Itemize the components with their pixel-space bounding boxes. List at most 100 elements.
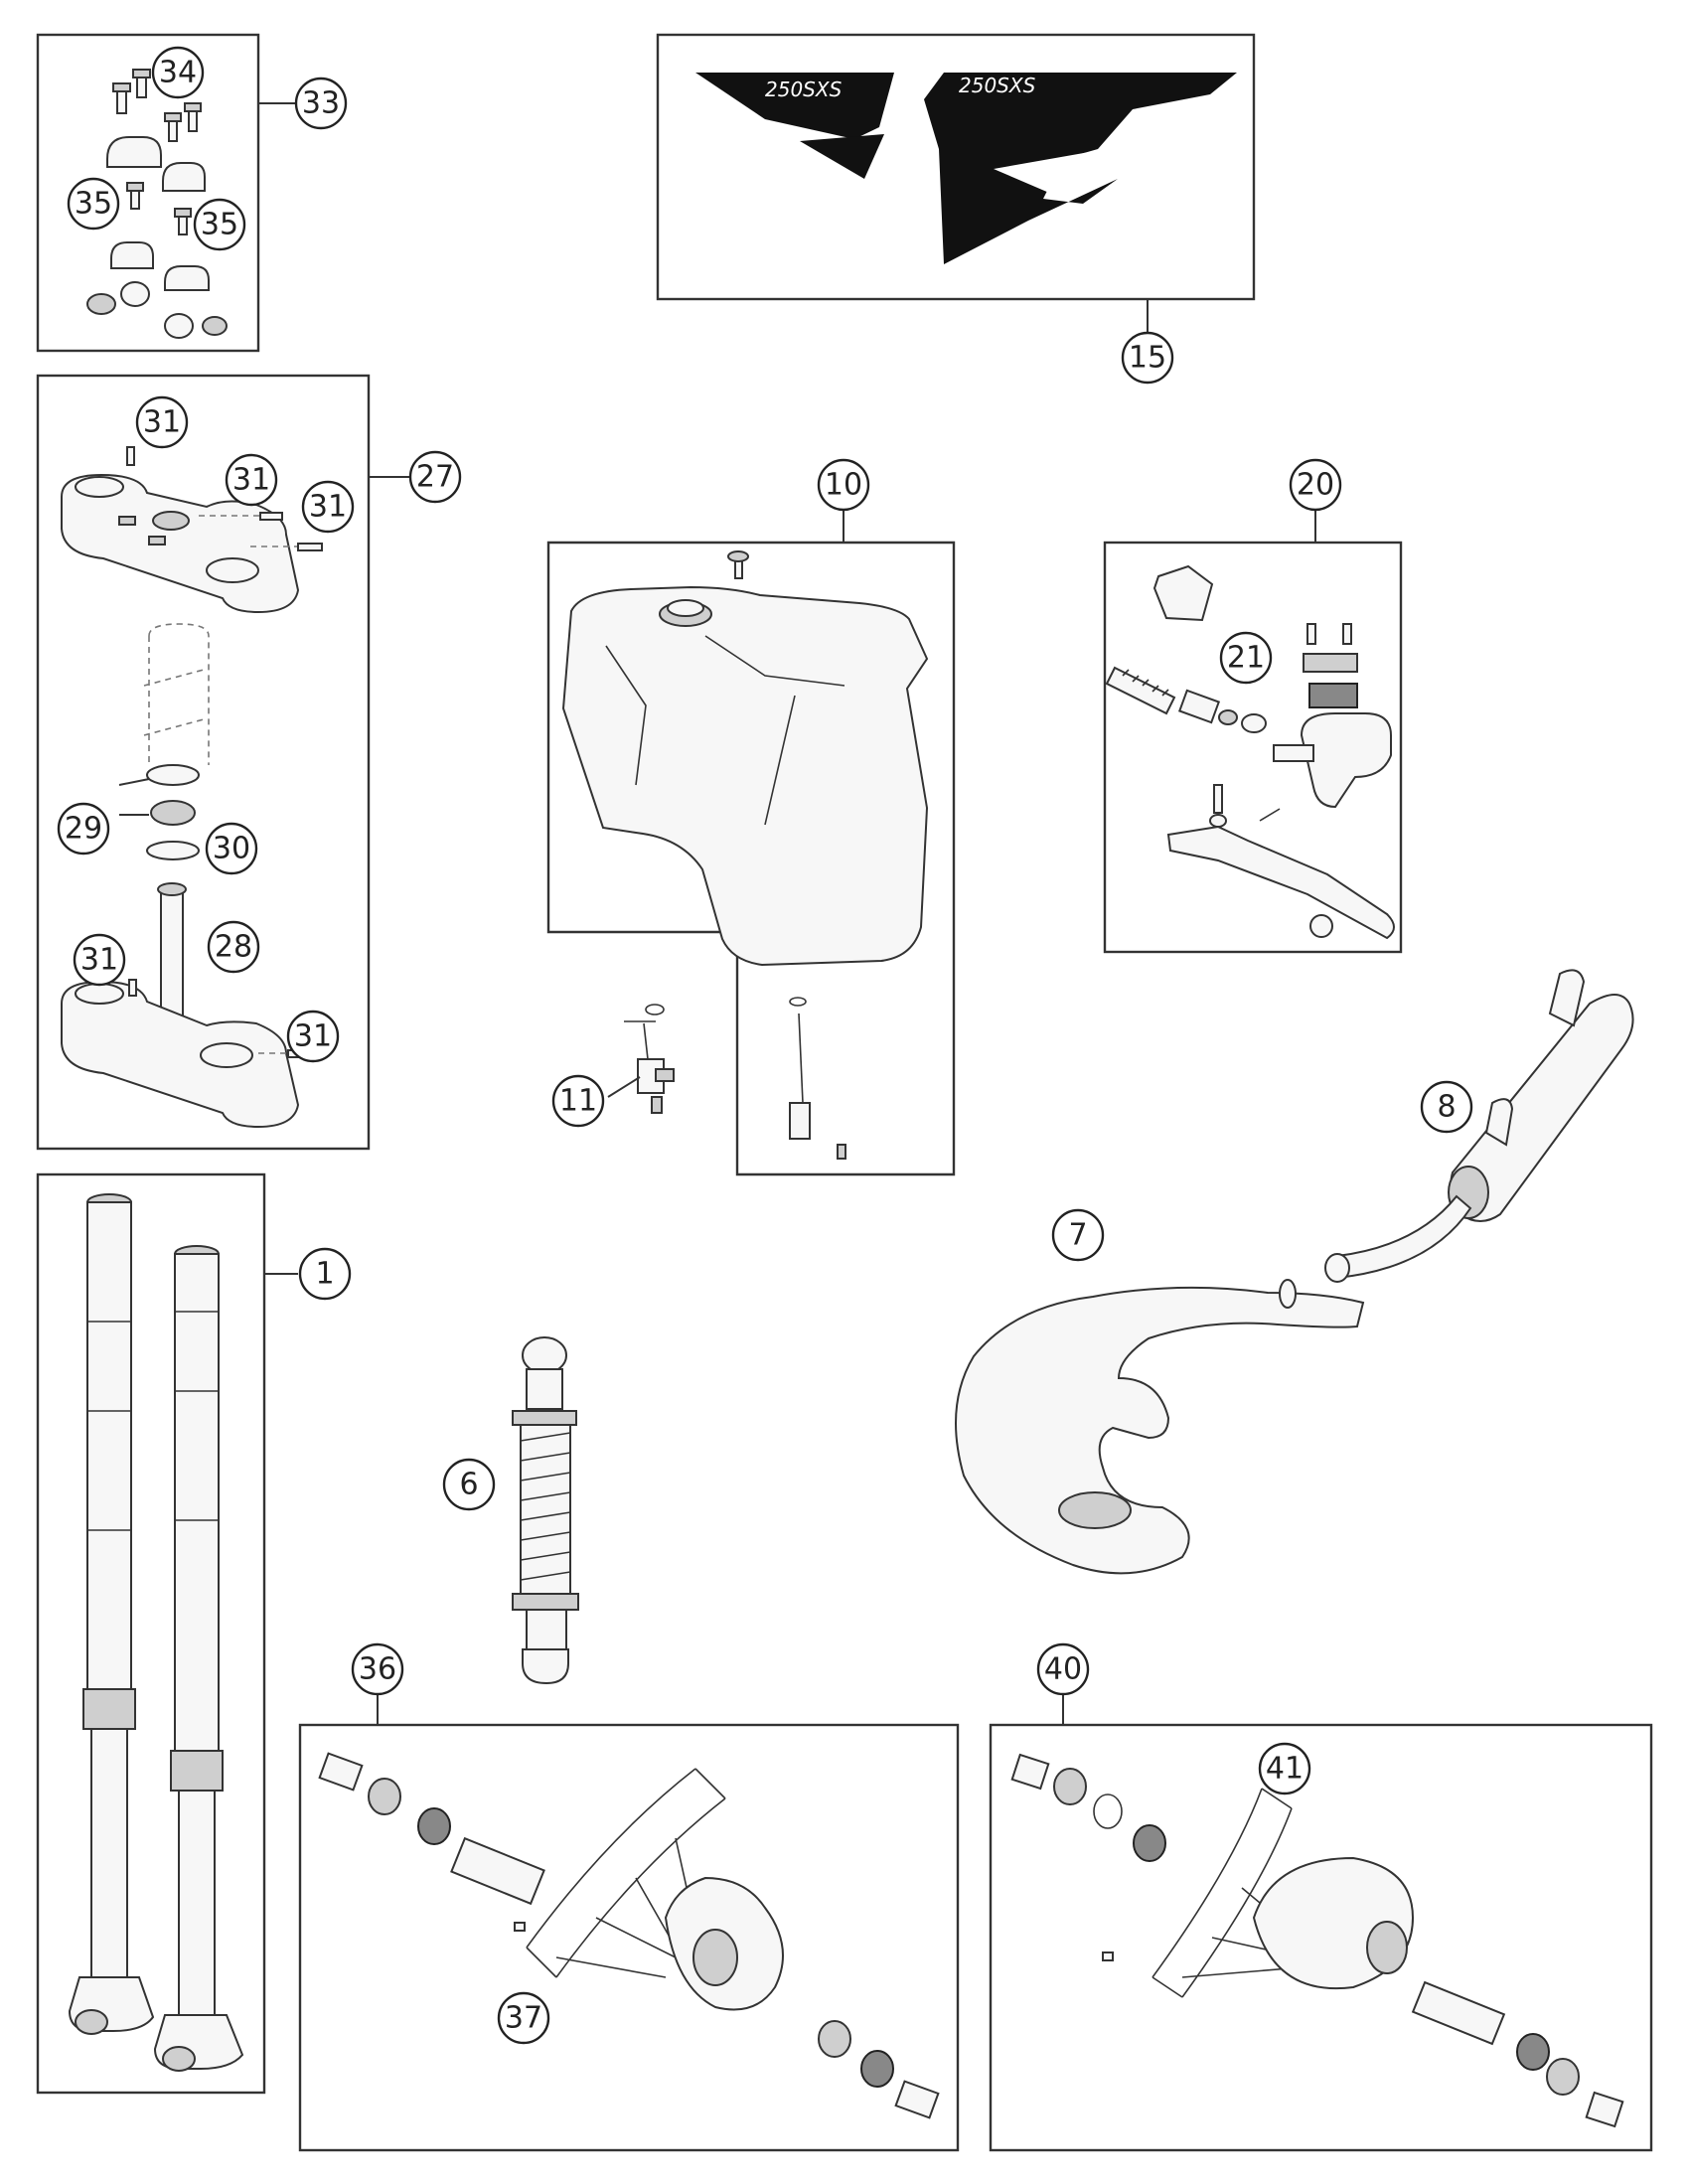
callout-15: 15 xyxy=(1121,331,1174,385)
frame-27 xyxy=(36,374,371,1151)
hand-lever xyxy=(1166,825,1395,940)
svg-text:37: 37 xyxy=(505,2001,542,2036)
svg-text:8: 8 xyxy=(1437,1090,1456,1125)
lower-triple-clamp xyxy=(61,980,300,1129)
svg-text:1: 1 xyxy=(315,1257,334,1292)
callout-33: 33 xyxy=(294,77,348,130)
group-15-decals: 250SXS 250SXS xyxy=(656,33,1256,338)
callout-8: 8 xyxy=(1420,1080,1473,1134)
svg-text:29: 29 xyxy=(65,812,102,847)
fork-leg-left xyxy=(68,1193,155,2035)
group-1-front-forks xyxy=(36,1172,298,2095)
decal-left-lower xyxy=(800,134,884,179)
callout-1: 1 xyxy=(298,1247,352,1301)
bolt-icons xyxy=(112,69,202,235)
group-7-exhaust-pipe xyxy=(955,1279,1365,1575)
svg-text:36: 36 xyxy=(359,1652,396,1687)
svg-text:7: 7 xyxy=(1068,1218,1087,1253)
callout-31-c: 31 xyxy=(301,480,355,534)
svg-text:31: 31 xyxy=(143,405,181,440)
svg-text:11: 11 xyxy=(559,1084,597,1119)
svg-text:28: 28 xyxy=(215,930,252,965)
bearing-race xyxy=(150,800,196,826)
nut-icons xyxy=(86,281,228,339)
callout-36: 36 xyxy=(351,1642,404,1696)
svg-text:31: 31 xyxy=(80,943,118,978)
fuel-tap-inside xyxy=(789,1102,811,1140)
callout-40: 40 xyxy=(1036,1642,1090,1696)
group-10-fuel-tank xyxy=(546,507,956,1176)
callout-37: 37 xyxy=(497,1991,550,2045)
callout-34: 34 xyxy=(151,46,205,99)
svg-text:35: 35 xyxy=(75,187,112,222)
rear-spacer xyxy=(1010,1753,1050,1791)
decal-right-slash xyxy=(994,147,1118,199)
svg-text:15: 15 xyxy=(1129,341,1166,376)
svg-text:41: 41 xyxy=(1266,1752,1304,1787)
svg-text:31: 31 xyxy=(309,490,347,525)
svg-text:35: 35 xyxy=(201,208,238,242)
group-36-front-wheel xyxy=(298,1691,960,2152)
decal-text-left: 250SXS xyxy=(765,78,843,101)
group-20-hand-lever xyxy=(1103,507,1403,954)
callout-20: 20 xyxy=(1289,458,1342,512)
callout-31-d: 31 xyxy=(73,933,126,987)
svg-text:20: 20 xyxy=(1297,468,1334,503)
lever-clamp xyxy=(1152,564,1214,622)
callout-21: 21 xyxy=(1219,631,1273,685)
frame-36 xyxy=(298,1723,960,2152)
callout-35-b: 35 xyxy=(193,198,246,251)
callout-30: 30 xyxy=(205,822,258,875)
callout-31-e: 31 xyxy=(286,1010,340,1063)
callout-27: 27 xyxy=(408,450,462,504)
decal-text-right: 250SXS xyxy=(959,74,1036,97)
shock-clevis xyxy=(522,1648,569,1685)
master-cylinder xyxy=(1300,712,1392,809)
fuel-tank-body xyxy=(561,585,929,967)
svg-text:33: 33 xyxy=(302,86,340,121)
svg-text:30: 30 xyxy=(213,832,250,866)
frame-15 xyxy=(656,33,1256,301)
callout-11: 11 xyxy=(551,1074,605,1128)
silencer-pipe xyxy=(1336,1194,1472,1280)
shock-top-eye xyxy=(522,1336,567,1374)
rear-rim xyxy=(1152,1788,1293,1998)
svg-text:6: 6 xyxy=(459,1468,478,1502)
callout-28: 28 xyxy=(207,920,260,974)
frame-33 xyxy=(36,33,260,353)
group-40-rear-wheel xyxy=(989,1691,1653,2152)
frame-40 xyxy=(989,1723,1653,2152)
piston-spring xyxy=(1105,666,1176,715)
svg-text:40: 40 xyxy=(1044,1652,1082,1687)
svg-text:31: 31 xyxy=(232,463,270,498)
group-27-triple-clamp xyxy=(36,374,409,1151)
clamp-cap-icons xyxy=(106,136,210,291)
frame-1 xyxy=(36,1172,266,2095)
front-spacer-right xyxy=(894,2080,940,2119)
group-11-fuel-tap xyxy=(607,1004,675,1114)
group-6-rear-shock xyxy=(512,1336,579,1685)
seal-ring xyxy=(146,841,200,860)
group-8-silencer xyxy=(1324,969,1634,1283)
callout-29: 29 xyxy=(57,802,110,856)
front-spacer xyxy=(318,1752,364,1792)
exhaust-pipe xyxy=(955,1286,1365,1575)
callout-31-a: 31 xyxy=(135,395,189,449)
callout-35-a: 35 xyxy=(67,177,120,231)
callout-6: 6 xyxy=(442,1458,496,1511)
svg-text:10: 10 xyxy=(825,468,862,503)
bearing-upper xyxy=(146,764,200,786)
group-33-clamp-hardware xyxy=(36,33,296,353)
svg-text:21: 21 xyxy=(1227,641,1265,676)
callout-31-b: 31 xyxy=(225,453,278,507)
decal-left xyxy=(695,73,894,139)
frame-20 xyxy=(1103,541,1403,954)
callout-7: 7 xyxy=(1051,1208,1105,1262)
callout-41: 41 xyxy=(1258,1742,1311,1795)
decal-right xyxy=(924,73,1237,264)
front-axle-sleeve xyxy=(450,1836,545,1906)
rear-axle-sleeve xyxy=(1411,1980,1506,2046)
svg-text:27: 27 xyxy=(416,460,454,495)
callout-10: 10 xyxy=(817,458,870,512)
